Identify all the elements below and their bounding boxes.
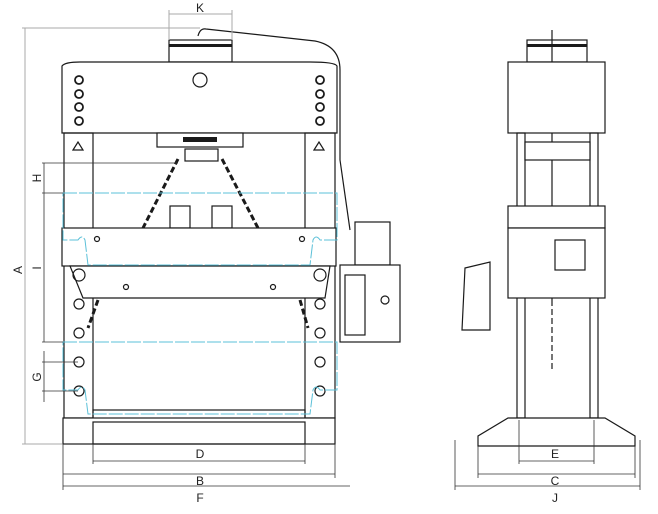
chain-lower xyxy=(86,299,310,329)
dim-label-e: E xyxy=(551,447,559,461)
dim-label-c: C xyxy=(551,474,560,488)
side-ram xyxy=(524,141,591,161)
side-block xyxy=(507,205,606,229)
column-holes xyxy=(73,298,326,397)
valve-knob xyxy=(380,295,390,305)
dim-label-a: A xyxy=(11,266,25,274)
travel-outline-upper xyxy=(62,192,338,266)
dimension-lines xyxy=(22,10,641,490)
dim-label-i: I xyxy=(30,266,44,269)
cylinder xyxy=(168,39,233,63)
dim-label-k: K xyxy=(196,1,204,15)
ram-piston xyxy=(184,148,219,162)
side-crossbeam xyxy=(507,61,606,134)
crossbeam-bolts xyxy=(74,75,325,126)
warning-triangle-icon xyxy=(71,140,326,151)
control-block xyxy=(344,274,366,336)
dim-label-f: F xyxy=(196,491,203,505)
dim-label-j: J xyxy=(552,491,558,505)
moving-table-lower xyxy=(69,265,331,299)
cylinder-ring xyxy=(169,44,232,47)
side-tank xyxy=(461,261,491,331)
side-cylinder xyxy=(526,39,588,63)
dim-label-h: H xyxy=(30,174,44,183)
side-motor xyxy=(554,239,586,271)
dim-label-b: B xyxy=(196,474,204,488)
dim-label-d: D xyxy=(196,447,205,461)
side-view xyxy=(461,30,636,447)
hydraulic-hose xyxy=(197,28,351,231)
block-right xyxy=(211,205,233,229)
side-base xyxy=(477,417,636,447)
moving-table xyxy=(61,227,337,267)
block-left xyxy=(169,205,191,229)
motor xyxy=(354,221,391,266)
dim-label-g: G xyxy=(30,372,44,381)
ram-plate xyxy=(183,137,217,142)
top-crossbeam xyxy=(61,61,338,134)
front-view xyxy=(61,28,401,445)
crossbeam-hole xyxy=(192,72,208,88)
travel-outline-lower xyxy=(62,341,338,415)
oil-tank xyxy=(339,264,401,343)
